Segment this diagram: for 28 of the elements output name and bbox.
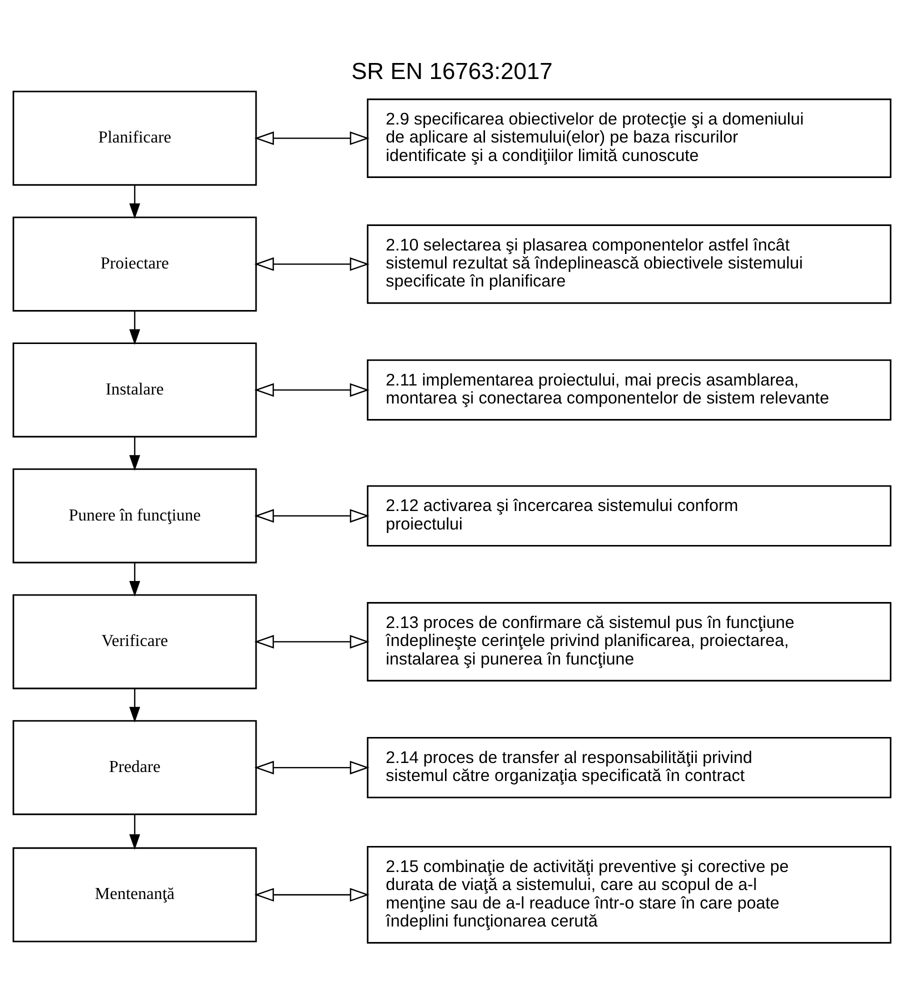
node-box: 2.10 selectarea şi plasarea componentelor astfel încât sistemul rezultat să îndeplinească obiectivele sistemului specificate în planificare [366,224,892,304]
node-box: Verificare [12,594,257,690]
arrow [129,310,140,345]
arrow [129,688,140,722]
diagram-title: SR EN 16763:2017 [351,58,553,84]
arrow [254,760,370,774]
node-box: 2.12 activarea şi încercarea sistemului conform proiectului [366,485,892,546]
arrow [129,436,140,471]
node-box: 2.11 implementarea proiectului, mai precis asamblarea, montarea şi conectarea componentelor de sistem relevante [366,359,892,421]
arrow [129,814,140,850]
arrow [129,562,140,597]
node-box: 2.15 combinaţie de activităţi preventive şi corective pe durata de viaţă a sistemului, care au scopul de a-l menţine sau de a-l readuce într-o stare în care poate îndeplini funcţionarea cerută [366,846,892,944]
node-box: Predare [12,720,257,816]
node-box: 2.13 proces de confirmare că sistemul pus în funcţiune îndeplineşte cerinţele privind planificarea, proiectarea, instalarea şi punerea în funcţiune [366,602,892,682]
node-box: 2.14 proces de transfer al responsabilităţii privind sistemul către organizaţia specificată în contract [366,737,892,798]
node-box: Instalare [12,342,257,438]
arrow [254,383,370,397]
arrow [129,185,140,219]
arrow [254,131,370,146]
node-box: Mentenanţă [12,847,257,942]
arrow [254,634,370,649]
arrow [254,509,370,523]
node-box: Punere în funcţiune [12,468,257,564]
node-box: 2.9 specificarea obiectivelor de protecţie şi a domeniului de aplicare al sistemului(elor) pe baza riscurilor identificate şi a condiţiilor limită cunoscute [366,98,892,178]
node-box: Proiectare [12,216,257,312]
arrow [254,257,370,271]
arrow [254,888,370,902]
node-box: Planificare [12,90,257,186]
